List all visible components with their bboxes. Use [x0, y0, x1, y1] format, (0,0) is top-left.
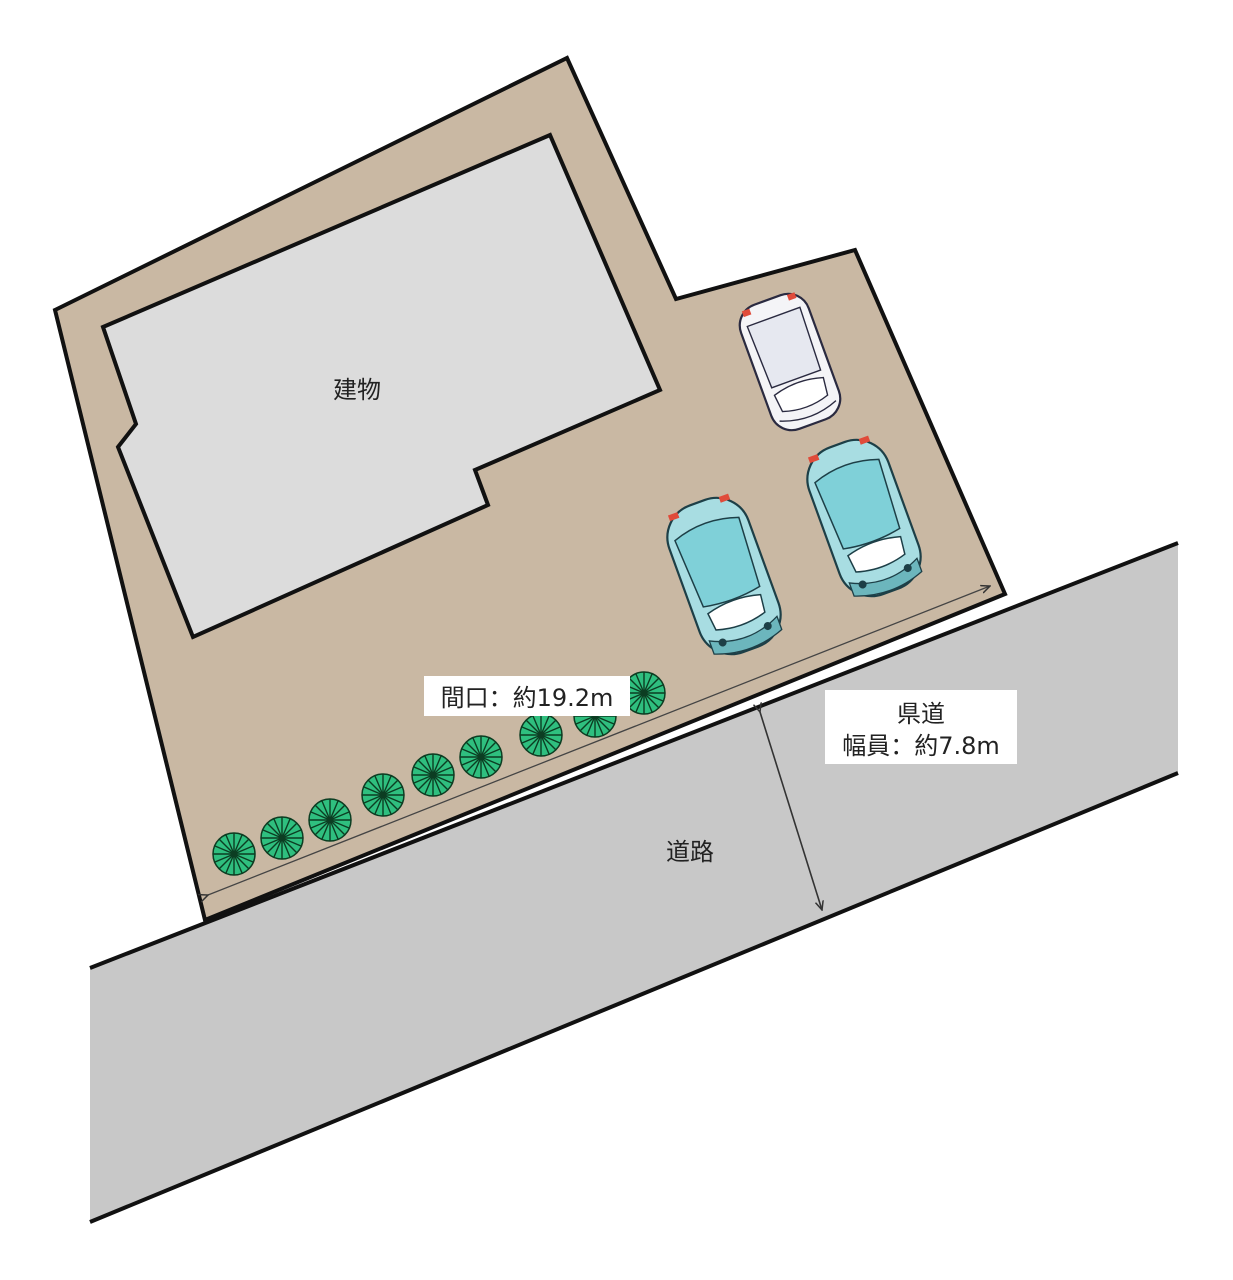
- building-footprint: [100, 132, 663, 640]
- road-edge-lower: [89, 771, 1179, 1224]
- frontage-label-box: [424, 676, 630, 716]
- shrub-icon: [411, 753, 455, 797]
- road-width-dimension-line: [760, 712, 822, 910]
- shrub-icon: [361, 773, 405, 817]
- prefectural-road-label: 県道: [897, 700, 945, 728]
- shrub-icon: [212, 832, 256, 876]
- frontage-label: 間口：約19.2m: [441, 684, 614, 712]
- frontage-dimension-line: [208, 586, 990, 895]
- shrub-icon: [519, 713, 563, 757]
- road-label: 道路: [666, 838, 714, 866]
- road-info-box: [825, 690, 1017, 764]
- shrub-icon: [308, 798, 352, 842]
- building-label: 建物: [333, 376, 381, 404]
- shrub-icon: [260, 816, 304, 860]
- shrub-icon: [459, 735, 503, 779]
- road-width-label: 幅員：約7.8m: [842, 732, 1000, 760]
